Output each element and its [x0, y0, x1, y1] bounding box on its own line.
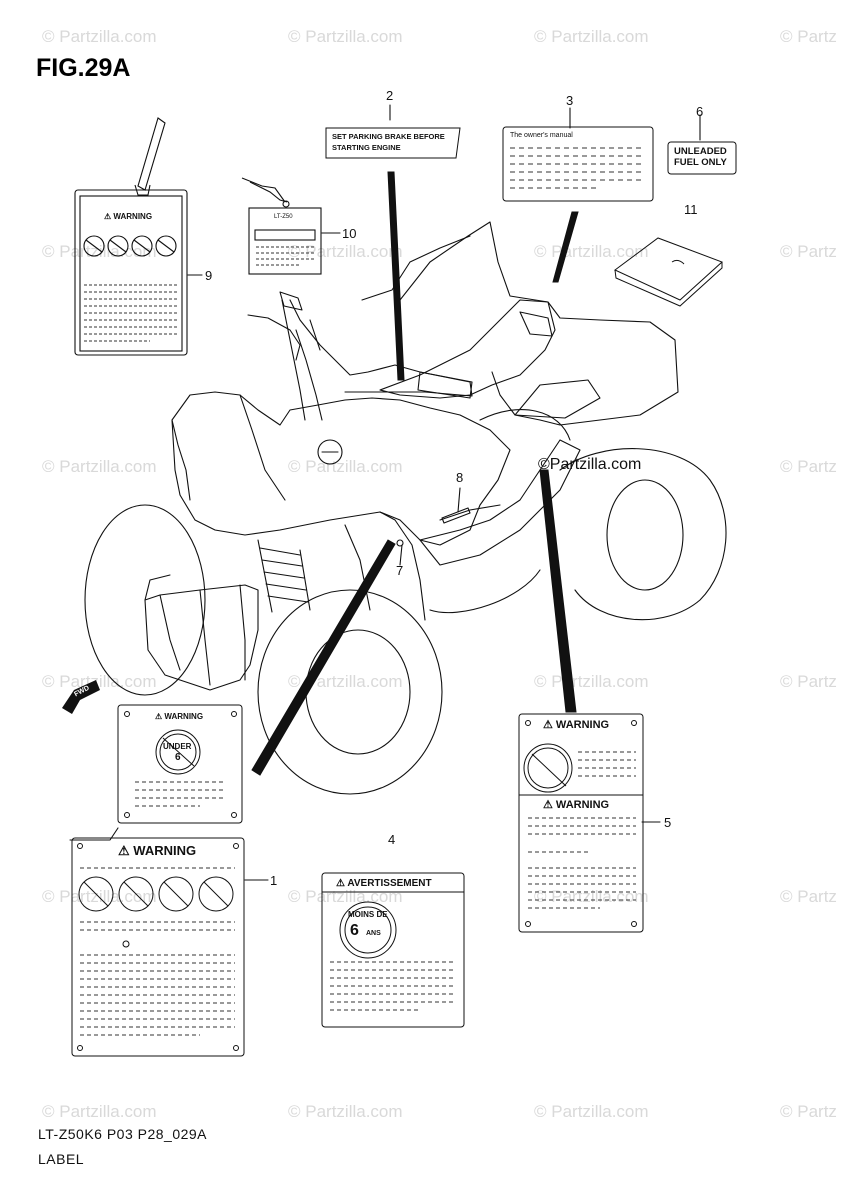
atv-rear-deck [514, 379, 601, 419]
watermark-text: © Partzilla.com [288, 457, 403, 476]
watermark-text: © Partzilla.com [288, 1102, 403, 1121]
watermark-text: © Partz [780, 457, 837, 476]
atv-handlebar [289, 299, 473, 397]
label-5 [518, 713, 644, 933]
label-2-text-line1: SET PARKING BRAKE BEFORE [332, 132, 445, 141]
center-watermark: ©Partzilla.com [538, 456, 642, 473]
pointer-3 [552, 211, 579, 283]
callout-6[interactable]: 6 [696, 104, 704, 119]
atv-seat [379, 299, 556, 399]
callout-11[interactable]: 11 [684, 202, 698, 217]
label-4b-header: ⚠ AVERTISSEMENT [336, 878, 432, 889]
atv-rear-right-wheel [559, 448, 727, 621]
callout-7[interactable]: 7 [396, 563, 404, 578]
label-4b-badge-line2: 6 [350, 922, 359, 939]
watermark-text: © Partzilla.com [288, 242, 403, 261]
leader-line-8 [457, 487, 461, 513]
fwd-arrow [62, 680, 100, 714]
label-6-line1: UNLEADED [674, 146, 727, 157]
callout-8[interactable]: 8 [456, 470, 464, 485]
label-6-line2: FUEL ONLY [674, 157, 727, 168]
atv-front-right-wheel [257, 589, 443, 795]
pointer-5 [539, 469, 577, 713]
watermark-text: © Partzilla.com [534, 1102, 649, 1121]
watermark-text: © Partzilla.com [42, 27, 157, 46]
label-9-header: ⚠ WARNING [104, 212, 153, 221]
atv-seat-outline [361, 235, 471, 301]
callout-2[interactable]: 2 [386, 88, 394, 103]
label-4a-header: ⚠ WARNING [155, 712, 204, 721]
footer-name: LABEL [38, 1151, 85, 1167]
watermark-text: © Partzilla.com [288, 27, 403, 46]
label-4a-badge-line2: 6 [175, 752, 181, 763]
label-5-header-top: ⚠ WARNING [543, 719, 610, 731]
label-10-tag [241, 177, 322, 275]
atv-seat-pad [519, 311, 553, 337]
footer-code: LT-Z50K6 P03 P28_029A [38, 1126, 208, 1142]
watermark-text: © Partz [780, 242, 837, 261]
callout-5[interactable]: 5 [664, 815, 672, 830]
watermark-text: © Partzilla.com [42, 672, 157, 691]
leader-line-7 [399, 544, 403, 566]
pointer-4 [251, 539, 396, 776]
label-4b-badge-line1: MOINS DE [348, 910, 388, 919]
callout-9[interactable]: 9 [205, 268, 213, 283]
label-2-text-line2: STARTING ENGINE [332, 143, 401, 152]
label-9-tag [74, 117, 188, 356]
label-10-header: LT-Z50 [274, 214, 293, 220]
label-11-sticker [614, 237, 723, 307]
atv-rear-left-wheel [479, 409, 571, 441]
atv-shock-spring [259, 547, 309, 603]
leader-line-4-a [69, 827, 119, 841]
atv-handlebar-grip [417, 371, 473, 399]
pointer-2 [387, 171, 405, 381]
label-4a [117, 704, 243, 824]
watermark-text: © Partz [780, 887, 837, 906]
atv-lever [247, 314, 301, 361]
callout-3[interactable]: 3 [566, 93, 574, 108]
atv-front-bumper [144, 584, 259, 691]
atv-front-fender [171, 391, 511, 546]
label-5-header-mid: ⚠ WARNING [543, 799, 610, 811]
atv-rear-fender [399, 221, 679, 426]
label-3-header: The owner's manual [510, 132, 573, 139]
atv-front-left-wheel [84, 504, 206, 696]
atv-footrest [439, 504, 501, 521]
label-4a-badge-line1: UNDER [163, 742, 192, 751]
watermark-text: © Partz [780, 672, 837, 691]
watermark-text: © Partzilla.com [42, 887, 157, 906]
watermark-text: © Partzilla.com [42, 457, 157, 476]
label-2-strip [325, 127, 461, 159]
watermark-text: © Partz [780, 1102, 837, 1121]
callout-1[interactable]: 1 [270, 873, 278, 888]
label-4b [321, 872, 465, 1028]
figure-title: FIG.29A [36, 54, 131, 82]
watermark-text: © Partzilla.com [534, 27, 649, 46]
atv-side-panel [419, 439, 581, 566]
watermark-text: © Partzilla.com [42, 1102, 157, 1121]
label-3-manual [502, 126, 654, 202]
label-6-fuel [667, 141, 737, 175]
label-1 [71, 837, 245, 1057]
callout-4[interactable]: 4 [388, 832, 396, 847]
watermark-text: © Partz [780, 27, 837, 46]
part-8-clip [441, 507, 471, 524]
label-4b-badge-line3: ANS [366, 930, 381, 937]
callout-10[interactable]: 10 [342, 226, 357, 241]
label-1-header: ⚠ WARNING [118, 843, 197, 858]
